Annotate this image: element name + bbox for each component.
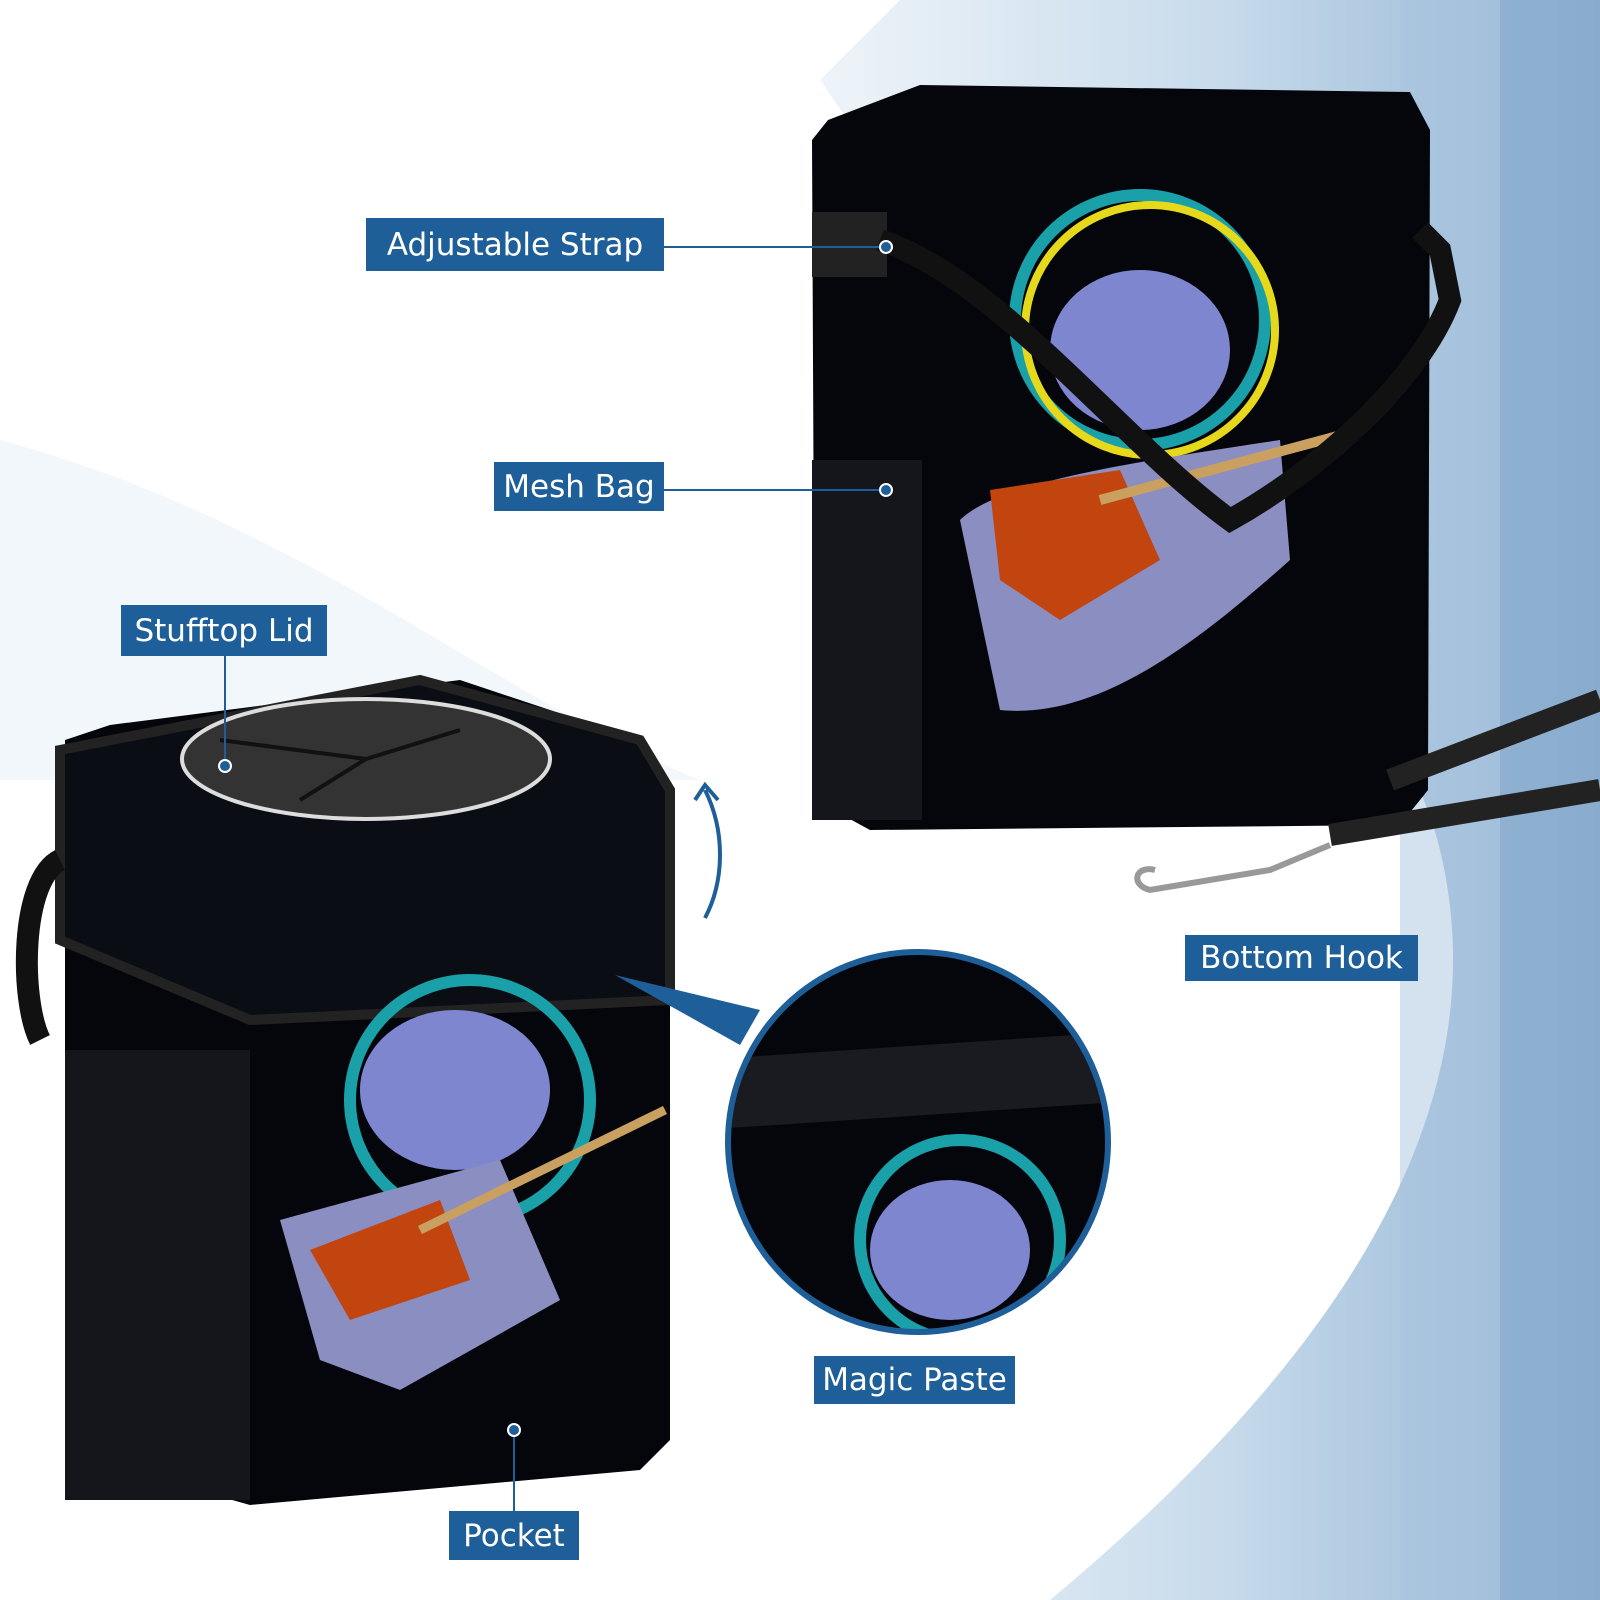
- stufftop-lid-label: Stufftop Lid: [121, 605, 327, 656]
- mesh-bag-label: Mesh Bag: [494, 462, 664, 511]
- cat-astronaut-illustration: [280, 974, 667, 1390]
- bottom-hook-label: Bottom Hook: [1185, 935, 1418, 981]
- adjustable-strap-label: Adjustable Strap: [366, 218, 664, 271]
- magic-paste-label: Magic Paste: [814, 1356, 1015, 1404]
- hook: [1134, 842, 1332, 894]
- pocket-label: Pocket: [449, 1511, 579, 1560]
- open-arrow-icon: [693, 781, 722, 919]
